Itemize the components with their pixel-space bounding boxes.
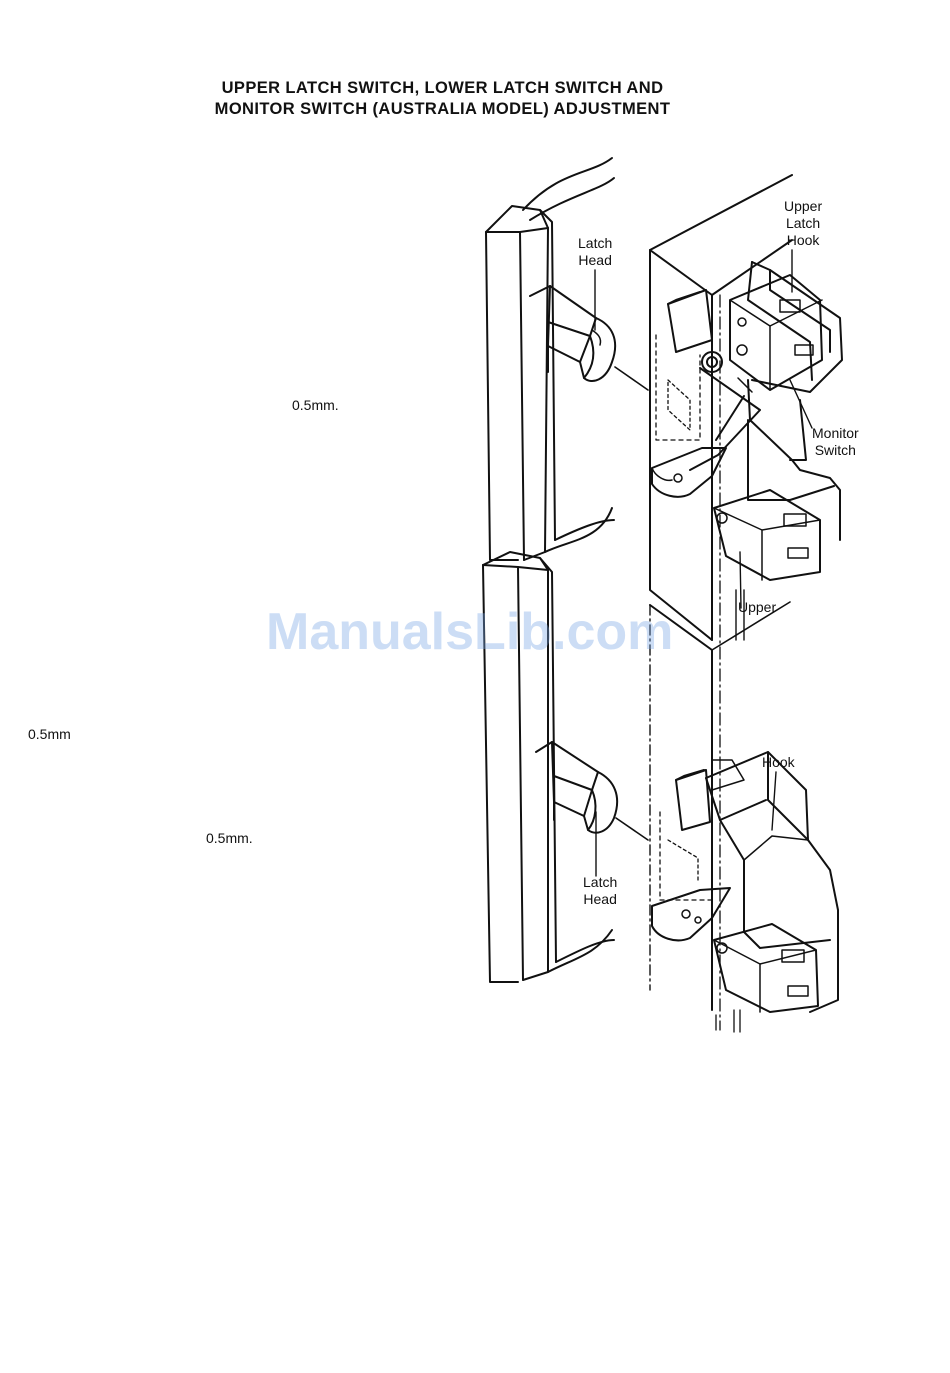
monitor-switch-body [730,275,822,392]
label-upper-latch-hook: Upper Latch Hook [784,198,822,249]
lower-actuator [660,760,744,900]
label-hook: Hook [762,754,795,771]
label-monitor-switch: Monitor Switch [812,425,859,459]
upper-latch-hook-bracket [748,262,842,540]
lower-latch-head-shape [536,742,648,840]
label-upper: Upper [738,599,776,616]
lower-mounting-tab [652,888,730,940]
leader-lines [595,250,812,876]
upper-mounting-tab [652,448,726,497]
lower-hook-bracket [706,752,838,1012]
lower-latch-switch-body [714,924,818,1012]
label-upper-latch-head: Latch Head [578,235,612,269]
watermark: ManualsLib.com [266,602,673,662]
label-lower-latch-head: Latch Head [583,874,617,908]
upper-latch-switch-body [714,490,820,580]
upper-actuator [656,290,760,470]
